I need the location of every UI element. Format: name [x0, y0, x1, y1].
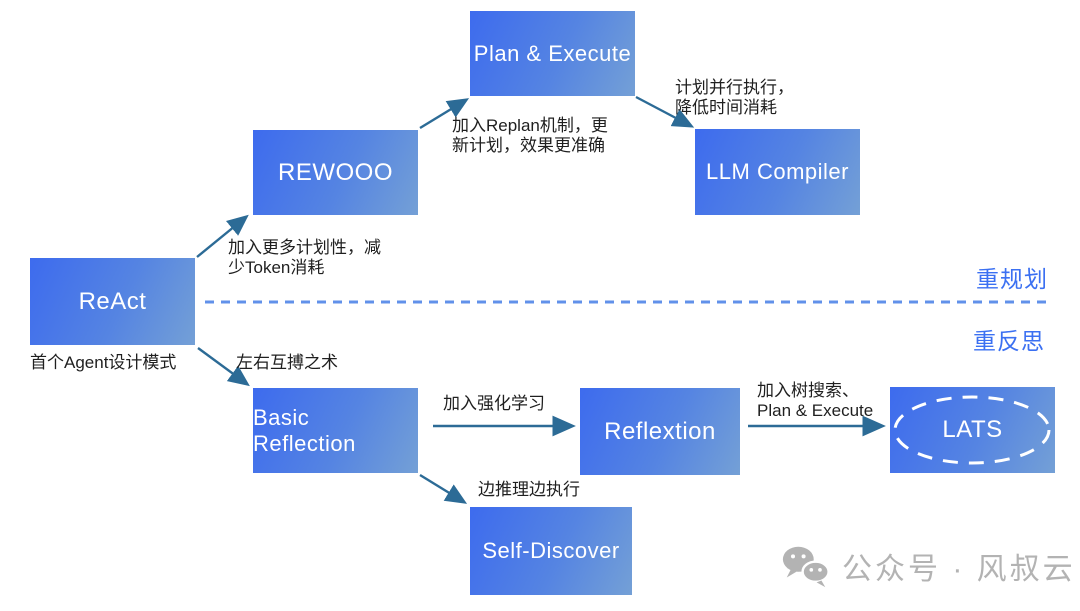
edge-label-basic-reflection-to-self-discover: 边推理边执行: [478, 480, 580, 499]
node-reflextion: Reflextion: [580, 388, 740, 475]
edge-label-reflextion-to-lats: 加入树搜索、 Plan & Execute: [757, 381, 874, 420]
watermark: 公众号 · 风叔云: [780, 543, 1076, 589]
node-llm-compiler: LLM Compiler: [695, 129, 860, 215]
edge-label-react-to-basic-reflection: 左右互搏之术: [236, 353, 338, 372]
section-label-rereflection: 重反思: [973, 328, 1045, 354]
lats-dashed-ellipse: [893, 395, 1051, 465]
wechat-icon: [782, 546, 830, 588]
react-caption: 首个Agent设计模式: [30, 353, 177, 372]
node-rewooo: REWOOO: [253, 130, 418, 215]
node-plan-execute: Plan & Execute: [470, 11, 635, 96]
edge-label-plan-execute-to-llm-compiler: 计划并行执行， 降低时间消耗: [675, 78, 794, 117]
node-lats-label: LATS: [942, 416, 1003, 443]
node-lats: LATS: [890, 387, 1055, 473]
node-react: ReAct: [30, 258, 195, 345]
edge-label-basic-reflection-to-reflextion: 加入强化学习: [443, 394, 545, 413]
section-label-replanning: 重规划: [976, 266, 1048, 292]
node-basic-reflection: Basic Reflection: [253, 388, 418, 473]
node-self-discover: Self-Discover: [470, 507, 632, 595]
watermark-text: 公众号 · 风叔云: [842, 553, 1076, 586]
edge-label-rewooo-to-plan-execute: 加入Replan机制，更 新计划，效果更准确: [452, 116, 608, 155]
edge-label-react-to-rewooo: 加入更多计划性，减 少Token消耗: [228, 238, 381, 277]
